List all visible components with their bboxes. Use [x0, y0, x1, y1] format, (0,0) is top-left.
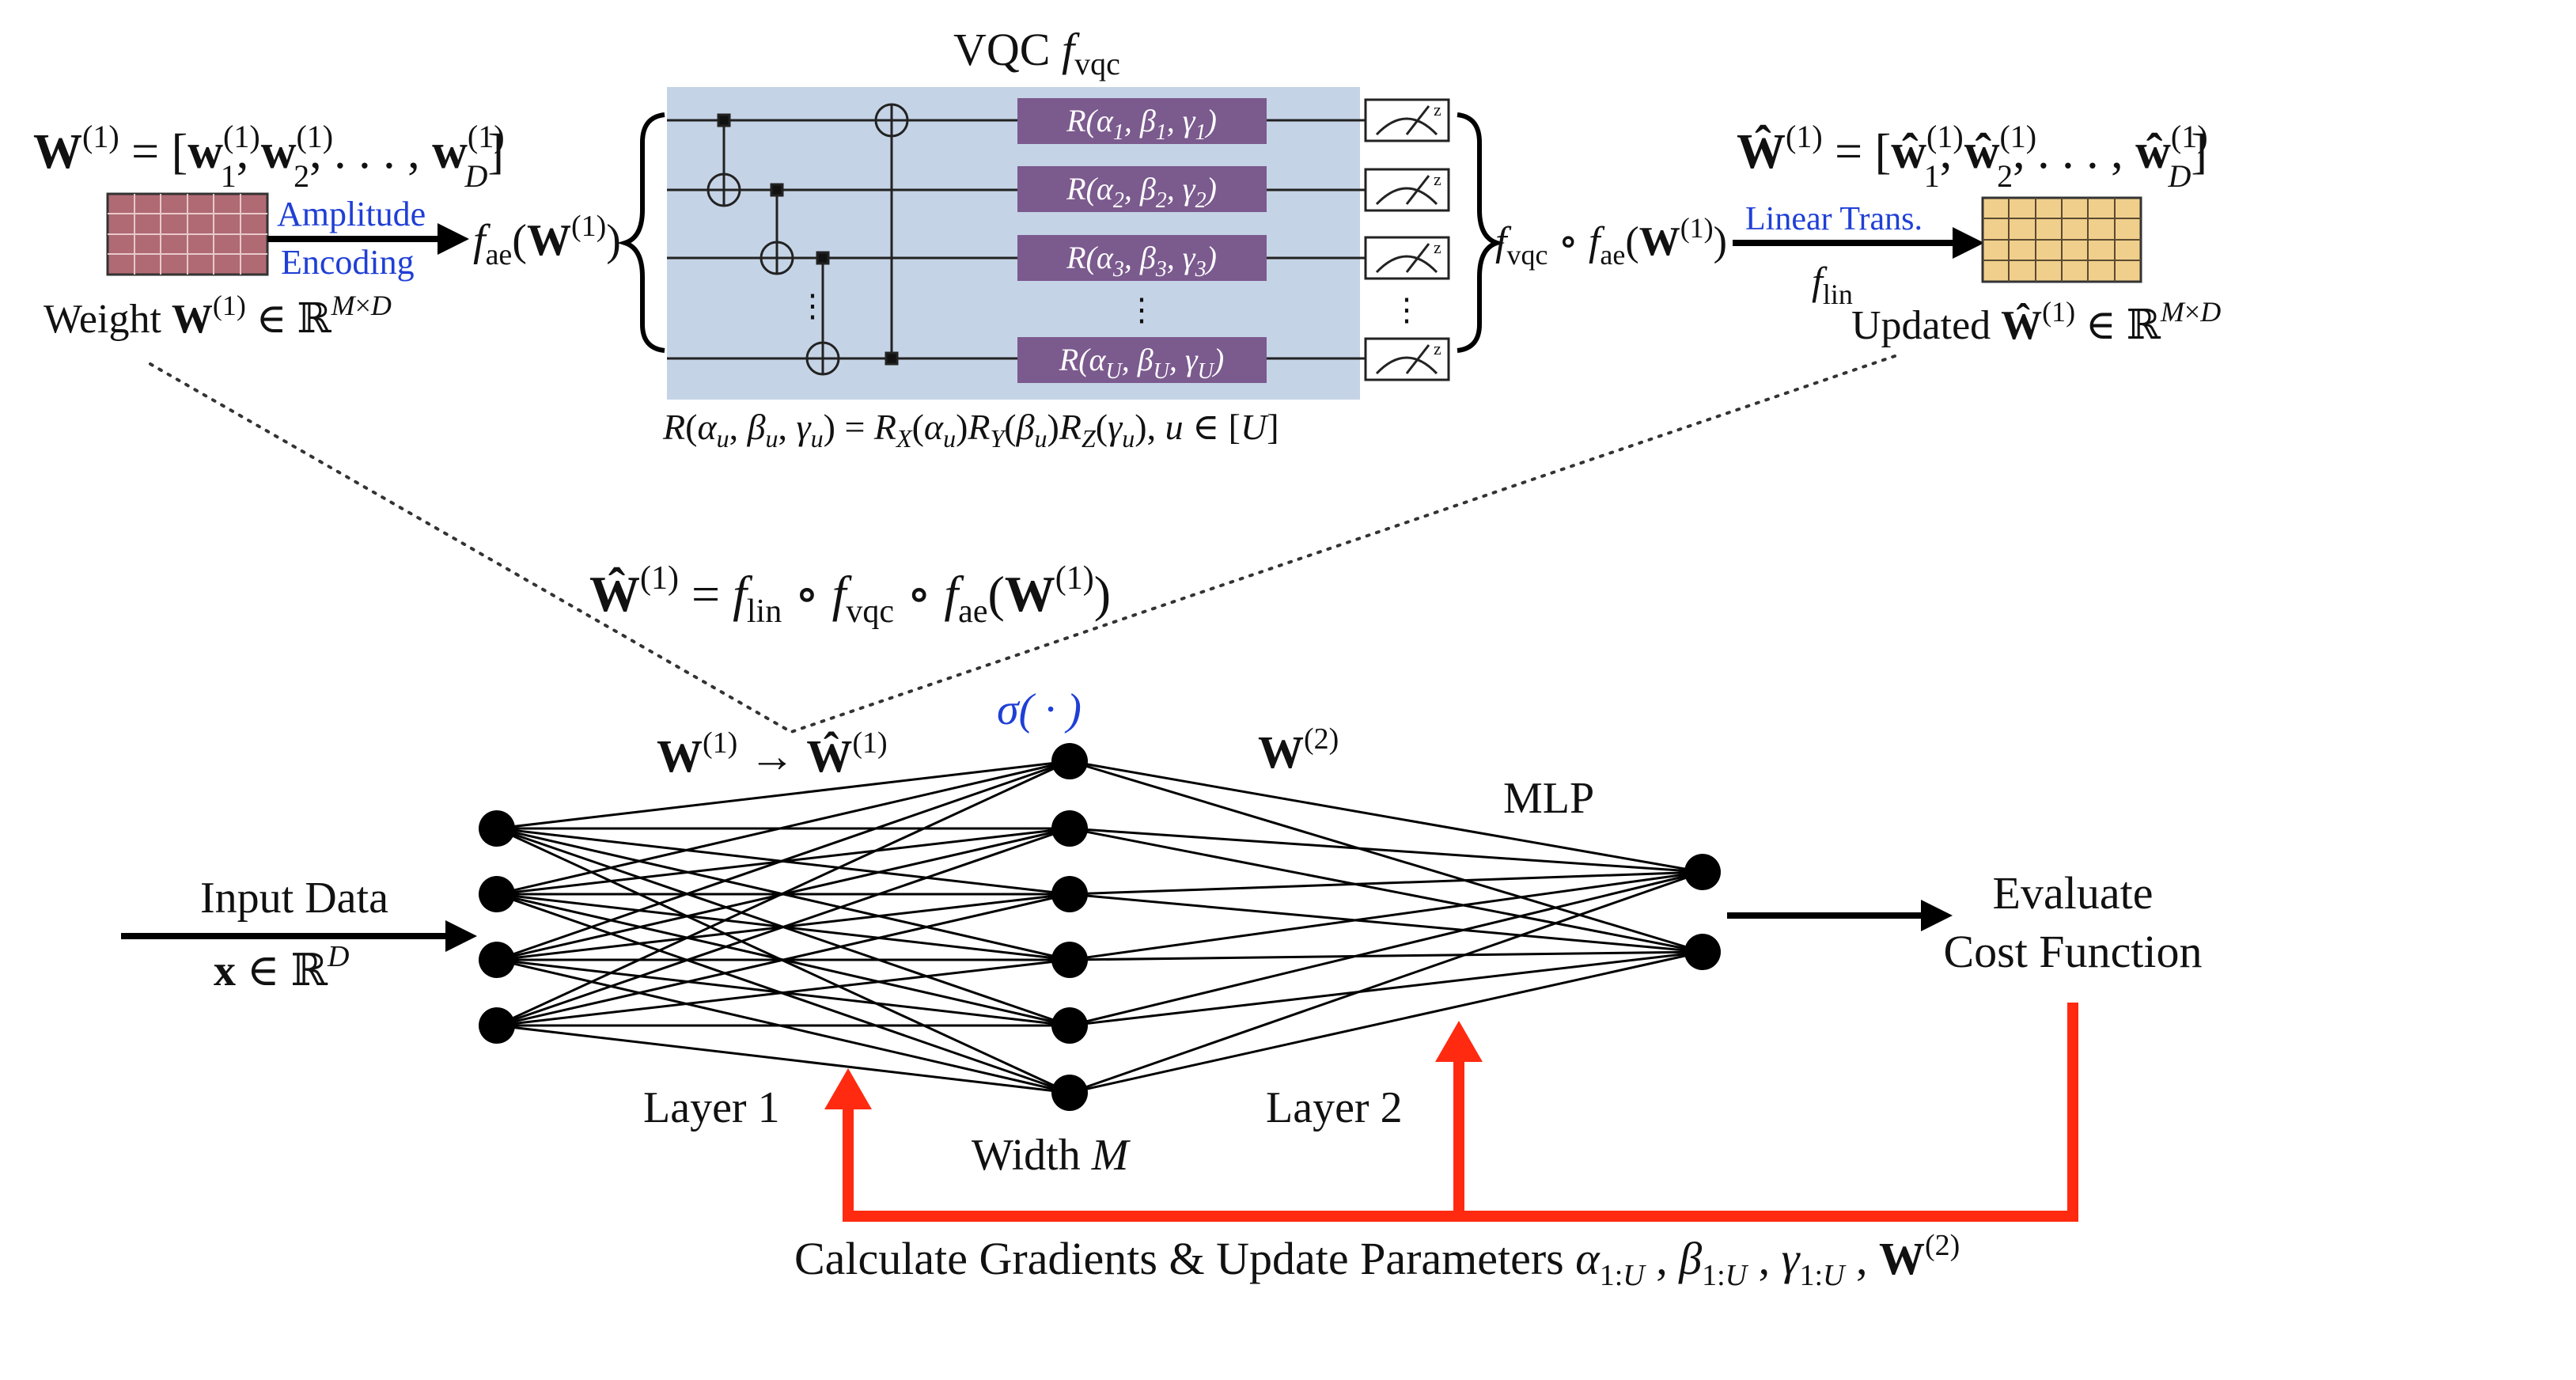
w1-arrow-label: W(1) → Ŵ(1): [657, 726, 888, 782]
vqc-ellipsis-gates: ⋮: [1126, 292, 1157, 328]
cost-function-label: Cost Function: [1943, 926, 2202, 977]
vqc-ellipsis-meters: ⋮: [1391, 292, 1422, 328]
neuron-layer1-4: [479, 1007, 515, 1044]
composite-label: fvqc ∘ fae(W(1)): [1495, 212, 1727, 271]
edge-l2-2-1: [1069, 827, 1703, 874]
edge-l2-1-1: [1069, 760, 1703, 874]
meter-1-icon: z: [1364, 98, 1450, 142]
rotation-gate-3: R(α3, β3, γ3): [1066, 240, 1217, 282]
neuron-layer2-2: [1051, 810, 1088, 847]
svg-text:z: z: [1434, 339, 1441, 358]
meter-U-icon: z: [1364, 337, 1450, 381]
evaluate-label: Evaluate: [1993, 867, 2154, 919]
meter-2-icon: z: [1364, 168, 1450, 212]
edge-l1-4-6: [496, 1024, 1070, 1094]
gradient-feedback-arrows: [824, 1003, 2078, 1222]
input-data-label: Input Data: [200, 874, 388, 923]
layer2-label: Layer 2: [1266, 1083, 1403, 1132]
weight-matrix-grid: [106, 192, 269, 276]
edge-l1-4-3: [496, 893, 1070, 1027]
neuron-layer2-3: [1051, 876, 1088, 912]
weight-label: Weight W(1) ∈ ℝM×D: [44, 290, 392, 342]
edge-l2-5-1: [1069, 870, 1703, 1027]
updated-label: Updated Ŵ(1) ∈ ℝM×D: [1851, 296, 2221, 348]
mlp-label: MLP: [1503, 774, 1594, 823]
rotation-gate-2: R(α2, β2, γ2): [1066, 171, 1217, 213]
main-equation: Ŵ(1) = flin ∘ fvqc ∘ fae(W(1)): [589, 560, 1111, 630]
meter-3-icon: z: [1364, 236, 1450, 280]
edge-l2-4-2: [1069, 950, 1703, 961]
neuron-layer2-6: [1051, 1075, 1088, 1111]
dotted-guides: [149, 354, 1896, 734]
edge-l2-1-2: [1069, 760, 1703, 953]
x-definition: x ∈ ℝD: [214, 940, 349, 995]
rotation-gate-1: R(α1, β1, γ1): [1066, 103, 1217, 145]
edge-l1-4-4: [496, 958, 1070, 1027]
gradients-caption: Calculate Gradients & Update Parameters …: [794, 1229, 1960, 1292]
rotation-gates: R(α1, β1, γ1) R(α2, β2, γ2) R(α3, β3, γ3…: [1017, 98, 1267, 384]
svg-text:z: z: [1434, 169, 1441, 189]
neuron-layer1-3: [479, 942, 515, 978]
vqc-ellipsis-cnot: ⋮: [797, 288, 828, 324]
rotation-gate-U: R(αU, βU, γU): [1059, 342, 1224, 384]
edge-l2-2-2: [1069, 827, 1703, 953]
f-ae-label: fae(W(1)): [473, 210, 621, 271]
rotation-definition: R(αu, βu, γu) = RX(αu)RY(βu)RZ(γu), u ∈ …: [662, 407, 1279, 453]
network-nodes: [479, 743, 1721, 1111]
w-hat-definition: Ŵ(1) = [ŵ(1)1, ŵ(1)2, . . . , ŵ(1)D]: [1737, 119, 2208, 194]
width-label: Width M: [972, 1131, 1131, 1180]
f-lin-label: flin: [1812, 259, 1853, 310]
edge-l2-6-2: [1069, 950, 1703, 1094]
svg-text:z: z: [1434, 237, 1441, 257]
linear-trans-label: Linear Trans.: [1745, 201, 1923, 237]
w1-definition: W(1) = [w(1)1, w(1)2, . . . , w(1)D]: [33, 119, 505, 194]
neuron-layer2-4: [1051, 942, 1088, 978]
edge-l2-3-2: [1069, 893, 1703, 953]
svg-text:z: z: [1434, 100, 1441, 119]
neuron-layer3-2: [1684, 934, 1721, 970]
edge-l1-4-2: [496, 827, 1070, 1027]
edge-l2-3-1: [1069, 870, 1703, 896]
neuron-layer2-5: [1051, 1007, 1088, 1044]
network-edges: [496, 760, 1703, 1094]
edge-l2-4-1: [1069, 870, 1703, 961]
neuron-layer1-2: [479, 876, 515, 912]
w2-label: W(2): [1258, 722, 1339, 778]
right-brace: [1457, 112, 1505, 353]
measurement-meters: z z z z: [1364, 98, 1450, 381]
encoding-label: Encoding: [281, 243, 415, 282]
edge-l1-2-1: [496, 760, 1070, 896]
edge-l1-3-1: [496, 760, 1070, 961]
cnot-gates: [707, 103, 909, 376]
neuron-layer2-1: [1051, 743, 1088, 779]
edge-l2-6-1: [1069, 870, 1703, 1094]
updated-weight-grid: [1981, 196, 2142, 283]
edge-l1-1-1: [496, 760, 1070, 830]
sigma-label: σ( · ): [997, 685, 1082, 734]
amplitude-label: Amplitude: [277, 195, 426, 233]
left-brace: [617, 112, 665, 353]
edge-l2-5-2: [1069, 950, 1703, 1027]
layer1-label: Layer 1: [643, 1083, 780, 1132]
neuron-layer1-1: [479, 810, 515, 847]
vqc-title: VQC fvqc: [953, 24, 1120, 82]
neuron-layer3-1: [1684, 854, 1721, 890]
edge-l1-4-1: [496, 760, 1070, 1027]
